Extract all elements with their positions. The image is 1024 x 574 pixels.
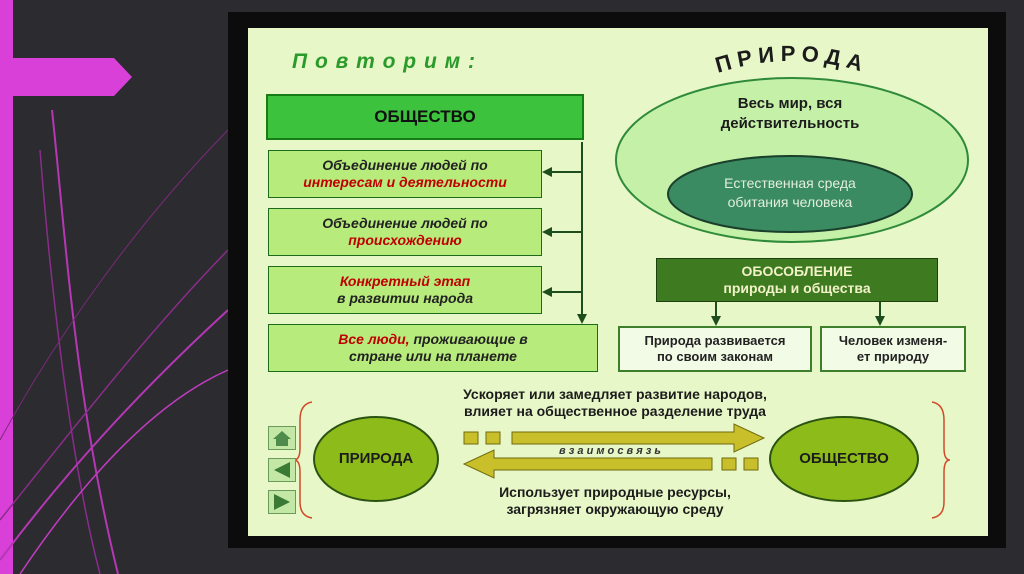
interaction-bottom-line2: загрязняет окружающую среду [506, 500, 724, 517]
society-oval-label: ОБЩЕСТВО [799, 450, 889, 467]
triangle-left-icon [274, 462, 290, 478]
home-icon [273, 431, 291, 446]
home-button[interactable] [268, 426, 296, 450]
curve-line [51, 109, 119, 574]
separation-line1: ОБОСОБЛЕНИЕ [741, 262, 853, 279]
prev-slide-button[interactable] [268, 458, 296, 482]
interaction-top-line1: Ускоряет или замедляет развитие народов, [463, 386, 767, 402]
society-item-3-line1: Конкретный этап [339, 272, 471, 289]
society-item-2-line2: происхождению [348, 232, 462, 248]
nature-title-text: ПРИРОДА [712, 41, 865, 78]
arrowhead-down [577, 314, 587, 324]
nature-outer-line1: Весь мир, вся [737, 95, 843, 112]
interaction-bottom-line1: Использует природные ресурсы, [499, 484, 731, 500]
curve-line [19, 369, 229, 574]
separation-box: ОБОСОБЛЕНИЕ природы и общества [656, 258, 938, 302]
society-item-3-line2: в развитии народа [336, 290, 474, 306]
arrowhead-left [542, 227, 552, 237]
nature-oval [313, 416, 439, 502]
nature-title: ПРИРОДА [712, 41, 871, 78]
society-item-4-red: Все люди, [338, 330, 410, 347]
curve-line [0, 129, 229, 441]
nature-develops-line1: Природа развивается [644, 332, 786, 348]
arrowhead-left [542, 287, 552, 297]
next-slide-button[interactable] [268, 490, 296, 514]
magenta-left-bar [0, 0, 13, 574]
human-changes-line2: ет природу [856, 349, 930, 364]
curve-line [39, 149, 101, 574]
nature-inner-text: Естественная среда обитания человека [670, 174, 910, 212]
page-title: П о в т о р и м : [292, 50, 476, 73]
human-changes-box: Человек изменя- ет природу [820, 326, 966, 372]
interconnection-label: в з а и м о с в я з ь [559, 445, 661, 457]
separation-line2: природы и общества [723, 280, 871, 296]
left-arrow [462, 449, 713, 479]
left-brace [293, 401, 313, 519]
society-item-2-line1: Объединение людей по [322, 214, 488, 231]
arrowhead-down [711, 316, 721, 326]
society-item-1-line1: Объединение людей по [322, 156, 488, 173]
right-brace [931, 401, 951, 519]
nature-develops-line2: по своим законам [656, 349, 774, 364]
interaction-top-line2: влияет на общественное разделение труда [464, 402, 766, 419]
society-item-1-line2: интересам и деятельности [303, 174, 507, 190]
society-oval [769, 416, 919, 502]
nature-outer-text: Весь мир, вся действительность [660, 94, 920, 135]
interaction-bottom-text: Использует природные ресурсы, загрязняет… [450, 484, 780, 518]
curve-line [0, 309, 229, 561]
society-item-1: Объединение людей по интересам и деятель… [268, 150, 542, 198]
nature-inner-line2: обитания человека [727, 193, 853, 210]
svg-text:ПРИРОДА: ПРИРОДА [712, 41, 871, 78]
nature-develops-box: Природа развивается по своим законам [618, 326, 812, 372]
magenta-tab-arrow [13, 58, 132, 96]
nature-oval-label: ПРИРОДА [338, 450, 414, 467]
society-item-4: Все люди, проживающие в стране или на пл… [268, 324, 598, 372]
society-item-4-rest: проживающие в [413, 330, 528, 347]
society-item-4-line2: стране или на планете [349, 348, 517, 364]
arrowhead-down [875, 316, 885, 326]
human-changes-line1: Человек изменя- [838, 332, 948, 348]
society-item-2: Объединение людей по происхождению [268, 208, 542, 256]
nature-inner-oval [667, 155, 913, 233]
nature-outer-line2: действительность [720, 115, 860, 133]
interaction-top-text: Ускоряет или замедляет развитие народов,… [420, 386, 810, 420]
right-arrow [511, 423, 766, 453]
society-title: ОБЩЕСТВО [374, 107, 476, 127]
nature-inner-line1: Естественная среда [724, 175, 856, 191]
curve-line [0, 249, 229, 521]
society-item-4-line1: Все люди, проживающие в [338, 331, 527, 349]
triangle-right-icon [274, 494, 290, 510]
society-title-box: ОБЩЕСТВО [266, 94, 584, 140]
society-item-3: Конкретный этап в развитии народа [268, 266, 542, 314]
arrowhead-left [542, 167, 552, 177]
